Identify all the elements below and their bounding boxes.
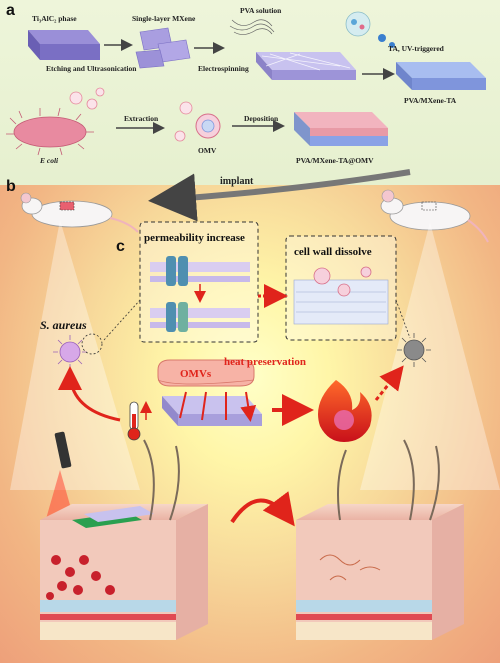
label-single-layer: Single-layer MXene [132,14,196,23]
skin-block-left-icon [40,439,208,640]
pva-fibers-icon [229,19,275,35]
label-e-coli: E coli [40,156,59,165]
panel-letter-b: b [6,178,16,195]
light-cone-right [360,222,500,490]
label-pva-mxene-ta: PVA/MXene-TA [404,96,457,105]
cell-wall-dissolve-icon [293,266,389,325]
pva-mxene-ta-mat-icon [396,62,486,90]
label-permeability: permeability increase [144,232,245,244]
s-aureus-bacterium-icon [53,333,103,369]
label-omvs: OMVs [180,368,212,380]
label-omv: OMV [198,146,217,155]
label-ti3alc2: Ti₃AlC₂ phase [32,14,77,23]
membrane-top-icon [150,256,250,286]
pva-mxene-ta-omv-mat-icon [294,112,388,146]
label-ta-uv: TA, UV-triggered [388,44,444,53]
label-pva-mxene-ta-omv: PVA/MXene-TA@OMV [296,156,374,165]
membrane-bottom-icon [150,302,250,332]
arrow-healing [230,491,295,527]
omvs-mat-icon [157,359,262,426]
dead-bacterium-icon [397,333,431,367]
label-deposition: Deposition [244,114,279,123]
panel-letter-a: a [6,2,15,19]
skin-block-right-icon [296,439,464,640]
label-cell-wall: cell wall dissolve [294,246,372,258]
fire-icon [318,380,372,442]
label-electrospinning: Electrospinning [198,64,249,73]
mouse-right-icon [380,189,489,243]
dashed-connector-right [395,299,411,339]
electrospun-mat-icon [256,52,356,80]
omv-vesicles-icon [174,101,221,142]
arrow-to-s-aureus [58,366,121,422]
panel-letter-c: c [116,238,125,255]
ta-molecule-icon [345,11,395,48]
label-pva-solution: PVA solution [240,6,282,15]
label-extraction: Extraction [124,114,159,123]
thermometer-icon [127,401,152,441]
ti3alc2-block-icon [28,30,100,60]
label-heat-preservation: heat preservation [224,356,306,368]
arrow-implant [148,169,411,222]
mxene-flakes-icon [135,27,191,69]
mouse-left-icon [20,192,139,233]
dashed-connector-left [103,299,141,341]
e-coli-icon [6,87,105,156]
label-s-aureus: S. aureus [40,318,87,332]
label-implant: implant [220,176,254,187]
label-etching: Etching and Ultrasonication [46,64,137,73]
